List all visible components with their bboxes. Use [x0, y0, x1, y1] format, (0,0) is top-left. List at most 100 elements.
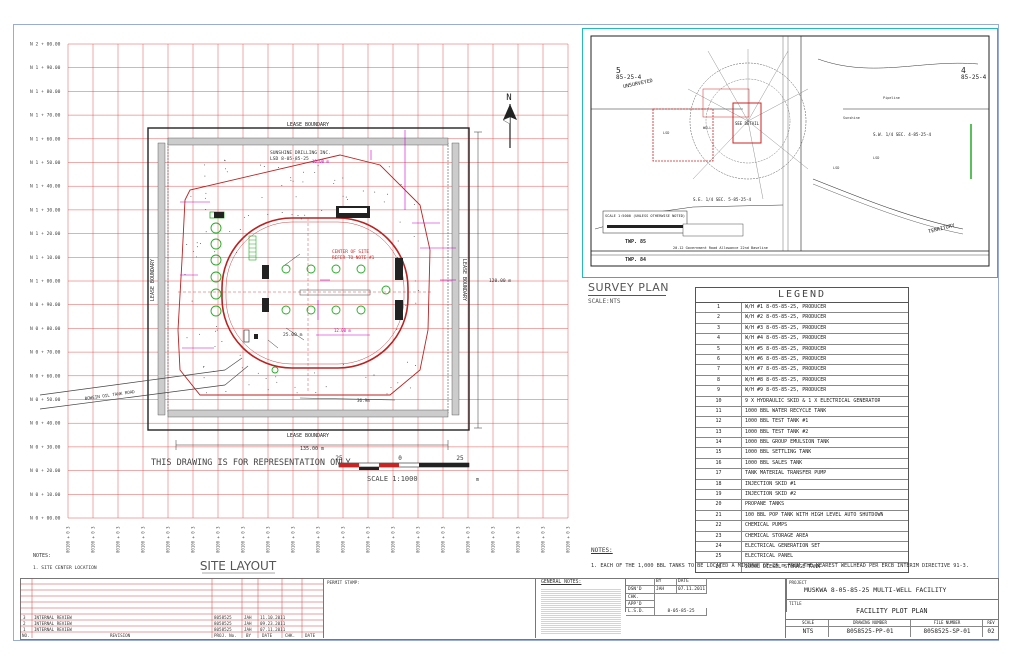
gravel-dot [275, 376, 277, 378]
drawing-title: FACILITY PLOT PLAN [856, 607, 928, 615]
gravel-dot [304, 214, 306, 216]
gravel-dot [205, 209, 207, 210]
gravel-dot [239, 354, 241, 356]
section-left-code: 85-25-4 [616, 74, 642, 81]
signoff-designed-label: DSN'D [626, 586, 655, 594]
gravel-dot [226, 171, 228, 173]
signoff-box: BY DATE DSN'D JAH 07.11.2011 CHK. APP'D … [625, 578, 787, 616]
general-notes-text [541, 588, 621, 634]
gravel-dot [203, 377, 205, 379]
header-rev: REV [982, 620, 998, 627]
grid-x-label: 00100 + 0 3 [466, 526, 471, 553]
legend-description: W/H #7 8-05-85-25, PRODUCER [745, 366, 827, 373]
legend-description: INJECTION SKID #2 [745, 491, 797, 498]
grid-x-label: 00100 + 0 3 [541, 526, 546, 553]
legend-number: 3 [696, 323, 742, 334]
grid-x-label: 00100 + 0 3 [166, 526, 171, 553]
grid-y-label: N 0 + 90.00 [30, 302, 61, 308]
scale-tick-mid: 0 [398, 455, 402, 462]
grid-y-label: N 0 + 00.00 [30, 516, 61, 522]
grid-y-label: N 1 + 50.00 [30, 160, 61, 166]
legend-description: W/H #9 8-05-85-25, PRODUCER [745, 387, 827, 394]
grid-y-label: N 0 + 80.00 [30, 326, 61, 332]
gravel-dot [205, 231, 207, 233]
legend-number: 22 [696, 521, 742, 531]
gravel-dot [221, 341, 223, 343]
legend-number: 26 [696, 562, 742, 573]
gravel-dot [199, 333, 200, 335]
legend-description: 100 BBL POP TANK WITH HIGH LEVEL AUTO SH… [745, 511, 884, 518]
berm-bottom [167, 409, 449, 418]
grid-y-labels: N 2 + 00.00N 1 + 90.00N 1 + 80.00N 1 + 7… [30, 42, 61, 522]
gravel-dot [386, 393, 388, 395]
dim-height: 120.00 m [489, 278, 511, 284]
legend-description: 1000 BBL WATER RECYCLE TANK [745, 407, 827, 414]
dim-width: 135.00 m [300, 446, 324, 452]
legend-description: W/H #2 8-05-85-25, PRODUCER [745, 314, 827, 321]
gravel-dot [196, 246, 198, 248]
legend-description: TANK MATERIAL TRANSFER PUMP [745, 470, 827, 477]
legend-description: 9 X HYDRAULIC SKID & 1 X ELECTRICAL GENE… [745, 397, 881, 404]
gravel-dot [342, 177, 344, 179]
scale-bar [338, 462, 470, 470]
grid-x-label: 00100 + 0 3 [516, 526, 521, 553]
value-rev: 02 [987, 628, 995, 635]
gravel-dot [214, 345, 216, 347]
grid-y-label: N 1 + 60.00 [30, 136, 61, 142]
gravel-dot [216, 326, 218, 328]
legend-description: 1000 BBL TEST TANK #2 [745, 428, 809, 435]
signoff-designed-date: 07.11.2011 [676, 586, 707, 594]
leader-lines [175, 131, 482, 450]
gravel-dot [276, 381, 278, 383]
signoff-header-blank [626, 578, 655, 586]
legend-description: 1000 BBL GROUP EMULSION TANK [745, 439, 830, 446]
legend-description: PROPANE TANKS [745, 501, 785, 508]
project-section: PROJECT MUSKWA 8-05-85-25 MULTI-WELL FAC… [785, 578, 998, 638]
grid-x-label: 00100 + 0 3 [141, 526, 146, 553]
grid-x-label: 00100 + 0 3 [216, 526, 221, 553]
gravel-dot [199, 243, 201, 245]
gravel-dot [248, 384, 250, 386]
legend-number: 25 [696, 552, 742, 562]
gravel-dot [302, 181, 304, 183]
inner-track [221, 217, 409, 369]
center-note-line-2: REFER TO NOTE #1 [332, 255, 375, 261]
signoff-header-date: DATE [676, 578, 707, 586]
site-layout-title: SITE LAYOUT [200, 559, 277, 573]
scale-tick-right: 25 [456, 455, 464, 462]
survey-plan-title: SURVEY PLAN [588, 281, 670, 294]
gravel-dot [214, 251, 216, 253]
legend-description: ELECTRICAL GENERATION SET [745, 542, 821, 549]
signoff-lsd-label: L.S.D. [626, 608, 655, 616]
grid-x-label: 00100 + 0 3 [416, 526, 421, 553]
access-road [39, 357, 396, 410]
gravel-dot [204, 175, 206, 177]
gravel-dot [294, 160, 296, 162]
gravel-dot [281, 212, 283, 213]
rev-header-revision: REVISION [110, 633, 131, 638]
gravel-dot [397, 382, 399, 384]
grid-x-label: 00100 + 0 3 [291, 526, 296, 553]
gravel-dot [333, 182, 335, 184]
gravel-dot [292, 180, 294, 182]
title-divider [786, 619, 998, 620]
se-quarter-label: S.E. 1/4 SEC. 5-85-25-4 [693, 197, 751, 202]
gravel-dot [192, 250, 194, 252]
legend-number: 14 [696, 438, 742, 448]
signoff-lsd-value: 8-05-85-25 [654, 608, 707, 616]
grid-y-label: N 2 + 00.00 [30, 42, 61, 48]
representation-note: THIS DRAWING IS FOR REPRESENTATION ONLY [151, 458, 351, 468]
svg-text:Pipeline: Pipeline [883, 96, 900, 100]
gravel-dot [247, 215, 249, 217]
